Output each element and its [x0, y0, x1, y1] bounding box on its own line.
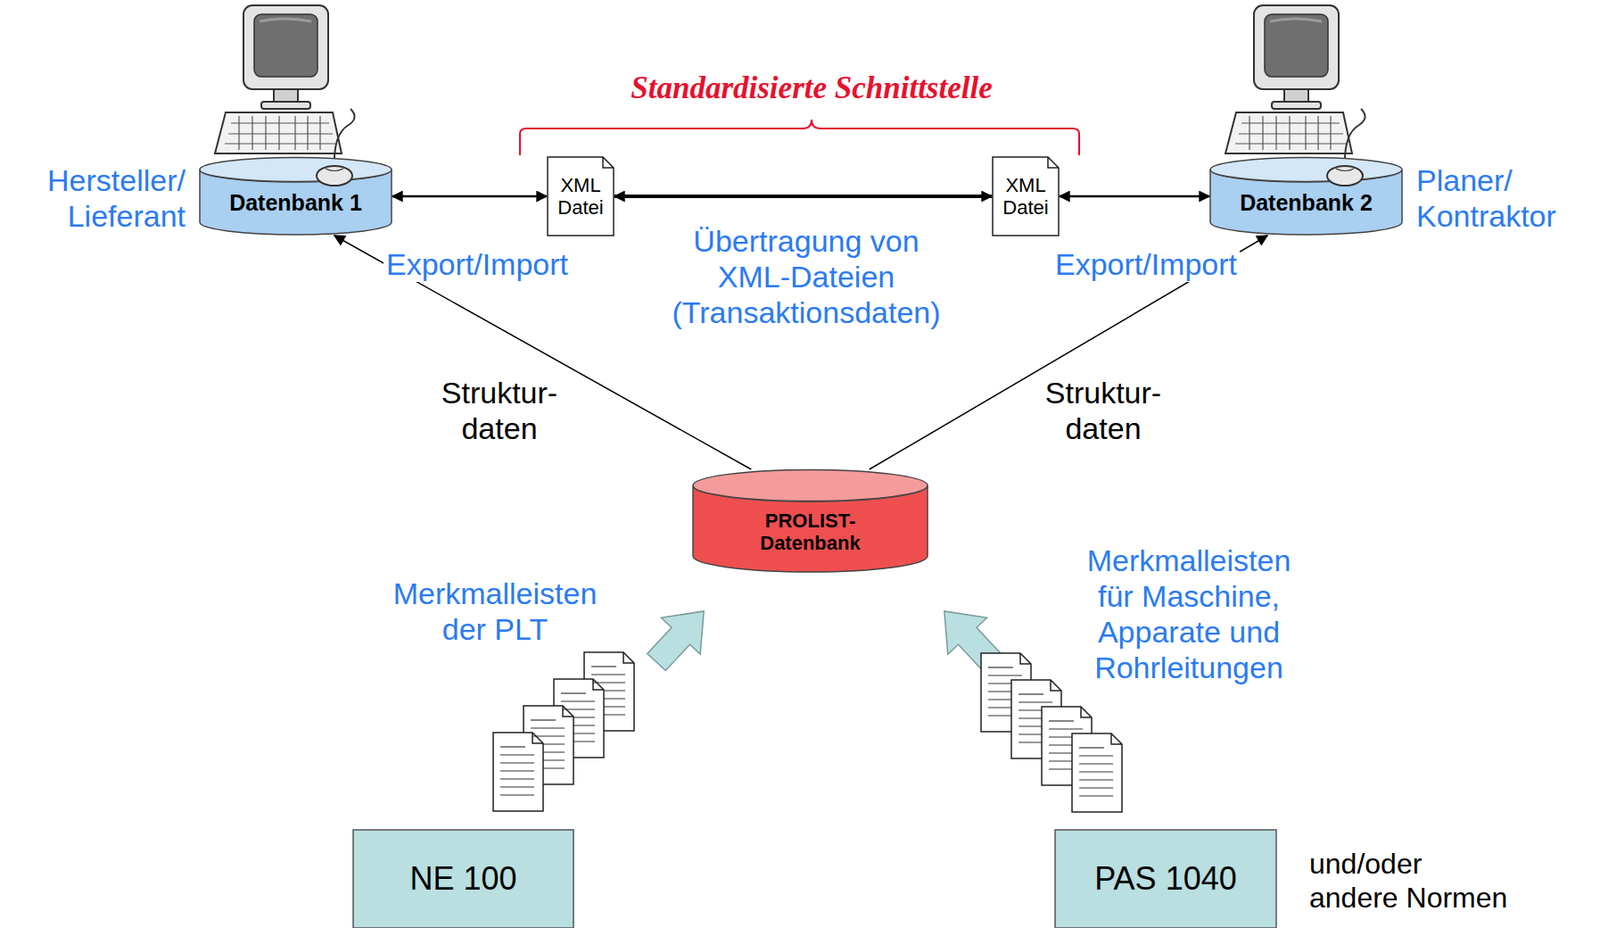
connector-arrow	[392, 195, 547, 198]
node-text: Datenbank 2	[1239, 189, 1373, 216]
edge-label: Struktur- daten	[1031, 374, 1175, 446]
feature-list-label: Merkmalleisten für Maschine, Apparate un…	[1081, 542, 1296, 685]
xml-file: XML Datei	[991, 156, 1060, 237]
document-page	[1072, 733, 1122, 812]
mouse-icon	[1327, 165, 1363, 186]
standard-box: PAS 1040	[1054, 828, 1278, 928]
node-text: PAS 1040	[1094, 859, 1237, 897]
block-arrow	[636, 592, 724, 680]
standard-box: NE 100	[352, 828, 575, 928]
document-page	[493, 732, 544, 811]
prolist-database: PROLIST- Datenbank	[692, 469, 929, 573]
connector-arrow	[334, 235, 751, 470]
mouse-icon	[316, 165, 353, 186]
connector-arrow	[1059, 195, 1210, 198]
computer-icon	[1225, 5, 1366, 170]
interface-title: Standardisierte Schnittstelle	[499, 69, 1124, 107]
interface-bracket	[519, 119, 1080, 156]
database-cylinder: Datenbank 2	[1209, 156, 1403, 236]
connector-arrow	[869, 235, 1268, 470]
export-import-label: Export/Import	[1052, 246, 1240, 282]
node-text: XML Datei	[998, 173, 1053, 220]
node-text: Datenbank 1	[229, 189, 363, 216]
node-text: XML Datei	[553, 173, 608, 220]
export-import-label: Export/Import	[383, 246, 571, 282]
node-text: NE 100	[409, 859, 517, 897]
role-label: Hersteller/ Lieferant	[0, 162, 186, 234]
feature-list-label: Merkmalleisten der PLT	[379, 575, 611, 647]
node-text: PROLIST- Datenbank	[752, 509, 869, 555]
role-label: Planer/ Kontraktor	[1416, 162, 1595, 234]
edge-label: Struktur- daten	[428, 374, 571, 446]
connector-arrow	[614, 194, 992, 198]
transfer-note: Übertragung von XML-Dateien (Transaktion…	[663, 222, 949, 330]
computer-icon	[214, 5, 355, 170]
database-cylinder: Datenbank 1	[198, 156, 393, 236]
xml-file: XML Datei	[546, 156, 615, 237]
note: und/oder andere Normen	[1309, 847, 1510, 916]
